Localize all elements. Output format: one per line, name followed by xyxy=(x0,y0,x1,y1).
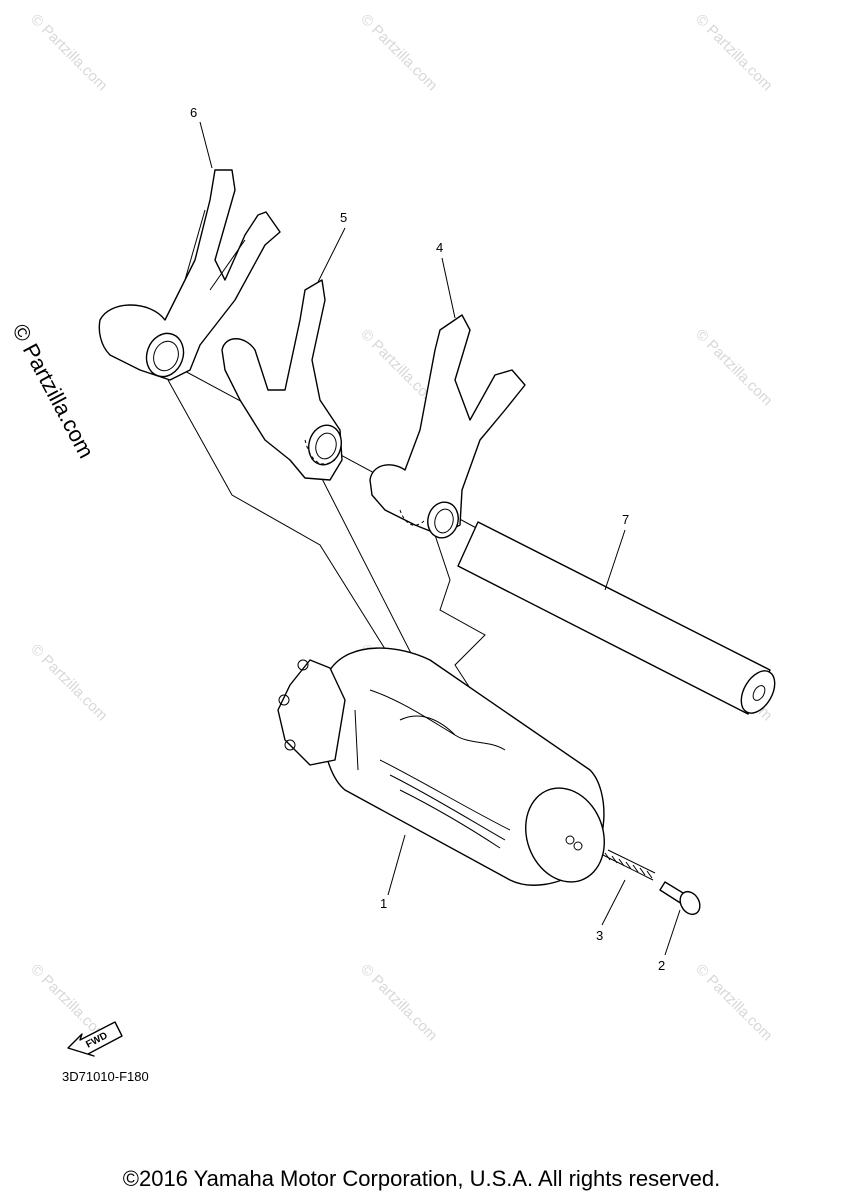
fork-shaft-part-7 xyxy=(457,521,776,715)
watermark: © Partzilla.com xyxy=(692,961,775,1044)
fork-4-guide-line xyxy=(429,519,511,751)
shift-fork-part-4 xyxy=(369,314,526,539)
copyright-notice: ©2016 Yamaha Motor Corporation, U.S.A. A… xyxy=(122,1166,721,1191)
parts-diagram: © Partzilla.com © Partzilla.com © Partzi… xyxy=(27,11,776,1057)
watermark: © Partzilla.com xyxy=(692,326,775,409)
shift-drum-part-1 xyxy=(277,647,606,886)
callout-2: 2 xyxy=(658,958,665,973)
leader-5 xyxy=(317,227,346,283)
callout-1: 1 xyxy=(380,896,387,911)
callout-4: 4 xyxy=(436,240,443,255)
fork-6-guide-line xyxy=(167,379,396,666)
shift-fork-part-6 xyxy=(98,169,281,381)
callout-7: 7 xyxy=(622,512,629,527)
leader-2 xyxy=(664,909,681,956)
watermark: © Partzilla.com xyxy=(357,11,440,94)
leader-6 xyxy=(199,121,213,169)
callout-3: 3 xyxy=(596,928,603,943)
leader-4 xyxy=(441,257,456,319)
leader-3 xyxy=(601,879,626,926)
watermark: © Partzilla.com xyxy=(357,961,440,1044)
watermark: © Partzilla.com xyxy=(27,641,110,724)
callout-5: 5 xyxy=(340,210,347,225)
leader-1 xyxy=(387,834,406,896)
drawing-code: 3D71010-F180 xyxy=(62,1069,149,1084)
pin-part-2 xyxy=(659,881,701,916)
fwd-arrow-icon: FWD xyxy=(67,1021,123,1057)
shift-fork-part-5 xyxy=(221,279,343,481)
watermark: © Partzilla.com xyxy=(692,11,775,94)
spring-part-3 xyxy=(602,849,656,881)
leader-7 xyxy=(604,529,626,591)
watermark: © Partzilla.com xyxy=(27,11,110,94)
callout-6: 6 xyxy=(190,105,197,120)
